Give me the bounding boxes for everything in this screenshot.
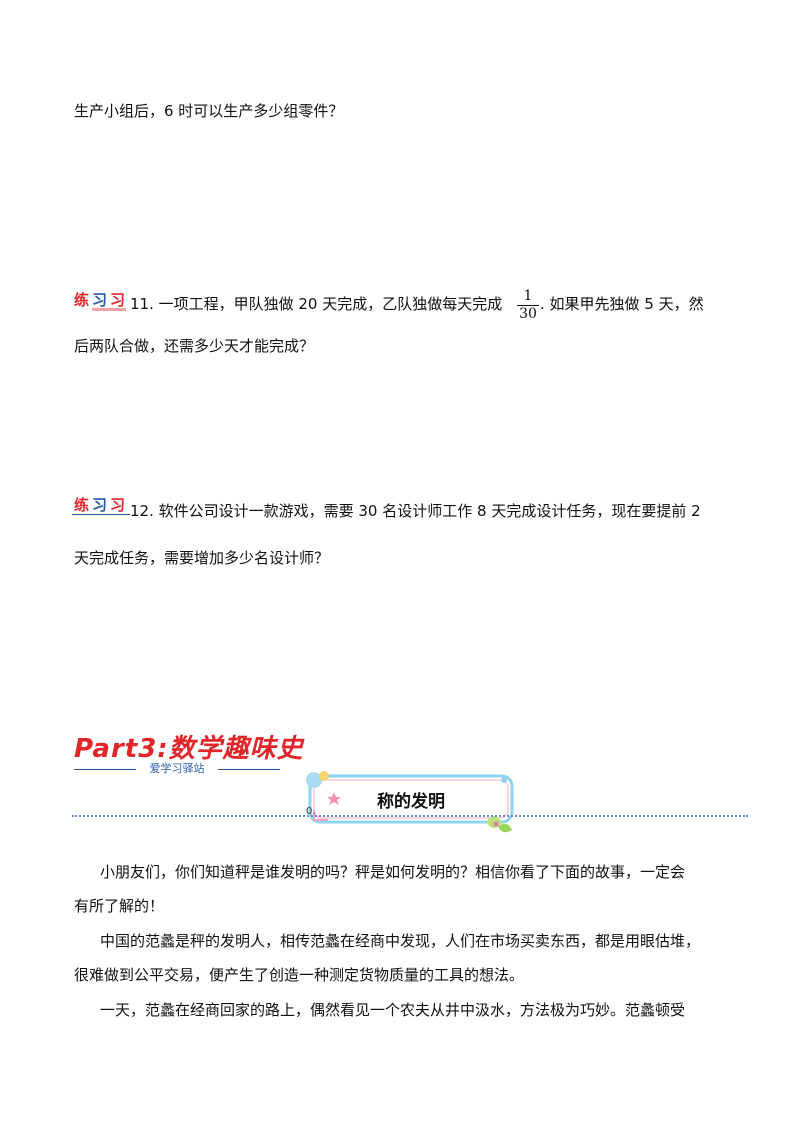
svg-text:习: 习	[92, 291, 107, 309]
title-card-frame-icon	[306, 771, 514, 833]
problem12-line1: 12. 软件公司设计一款游戏，需要 30 名设计师工作 8 天完成设计任务，现在…	[130, 502, 701, 520]
card-mark: 0.	[306, 806, 316, 817]
fraction-denominator: 30	[519, 306, 537, 322]
practice-badge-icon: 练 习 习	[72, 290, 130, 311]
article-p2-line2: 很难做到公平交易，便产生了创造一种测定货物质量的工具的想法。	[74, 966, 525, 984]
part3-subtitle: 爱学习驿站	[149, 762, 205, 775]
article-p2-line1: 中国的范蠡是秤的发明人，相传范蠡在经商中发现，人们在市场买卖东西，都是用眼估堆，	[100, 932, 701, 950]
problem11-fraction: 1 30	[517, 289, 539, 322]
svg-text:习: 习	[110, 291, 125, 309]
practice-badge-icon: 练 习 习	[72, 495, 130, 515]
article-p1-line2: 有所了解的！	[74, 897, 165, 915]
svg-text:习: 习	[110, 496, 125, 514]
section-divider	[72, 815, 748, 817]
svg-text:习: 习	[92, 496, 107, 514]
problem11-line1-after: . 如果甲先独做 5 天，然	[540, 295, 704, 313]
fraction-numerator: 1	[517, 289, 539, 306]
article-card-title: 称的发明	[377, 792, 445, 812]
subtitle-rule-left	[74, 769, 136, 770]
problem10-line: 生产小组后，6 时可以生产多少组零件？	[74, 102, 344, 120]
svg-text:练: 练	[74, 496, 89, 514]
article-p3-line1: 一天，范蠡在经商回家的路上，偶然看见一个农夫从井中汲水，方法极为巧妙。范蠡顿受	[100, 1001, 686, 1019]
article-p1-line1: 小朋友们，你们知道秤是谁发明的吗？秤是如何发明的？相信你看了下面的故事，一定会	[100, 863, 686, 881]
part3-subtitle-wrap: 爱学习驿站	[74, 762, 280, 776]
svg-text:练: 练	[74, 291, 89, 309]
part3-title: Part3:数学趣味史	[74, 734, 304, 764]
problem11-line2: 后两队合做，还需多少天才能完成？	[74, 337, 315, 355]
subtitle-rule-right	[218, 769, 280, 770]
problem11-line1: 11. 一项工程，甲队独做 20 天完成，乙队独做每天完成	[130, 295, 503, 313]
problem12-line2: 天完成任务，需要增加多少名设计师？	[74, 549, 330, 567]
